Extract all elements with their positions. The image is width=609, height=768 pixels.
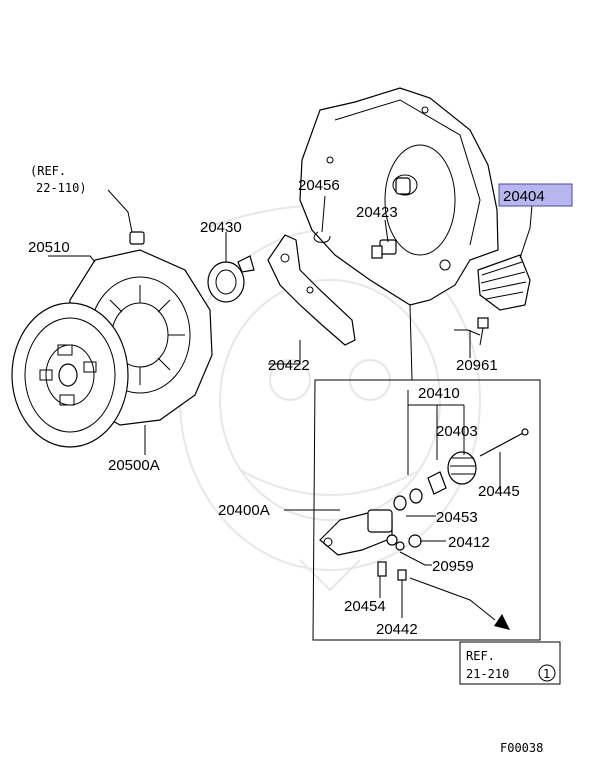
highlight-20404 xyxy=(498,183,573,207)
bolt-20961[interactable] xyxy=(477,317,489,346)
ref-plug-part[interactable] xyxy=(129,231,145,245)
label-20456[interactable]: 20456 xyxy=(298,177,340,194)
label-20430[interactable]: 20430 xyxy=(200,219,242,236)
washer-20959[interactable] xyxy=(386,534,405,551)
ref-bottom-line1: REF. xyxy=(466,649,495,663)
label-20445[interactable]: 20445 xyxy=(478,483,520,500)
label-20453[interactable]: 20453 xyxy=(436,509,478,526)
boot-20410[interactable] xyxy=(447,451,477,485)
clutch-disc-20510[interactable] xyxy=(11,302,129,448)
label-20400a[interactable]: 20400A xyxy=(218,502,270,519)
label-20500a[interactable]: 20500A xyxy=(108,457,160,474)
piston-20403[interactable] xyxy=(427,471,447,495)
ref-top-line2: 22-110) xyxy=(36,181,87,195)
spring-clip-20456[interactable] xyxy=(313,231,331,243)
label-20454[interactable]: 20454 xyxy=(344,598,386,615)
label-20961[interactable]: 20961 xyxy=(456,357,498,374)
label-20404[interactable]: 20404 xyxy=(503,188,545,205)
label-20510[interactable]: 20510 xyxy=(28,239,70,256)
label-20422[interactable]: 20422 xyxy=(268,357,310,374)
reference-arrow xyxy=(494,614,510,630)
ref-bottom-line2: 21-210 xyxy=(466,667,509,681)
label-20959[interactable]: 20959 xyxy=(432,558,474,575)
seal-20453[interactable] xyxy=(393,488,423,511)
leader-lines xyxy=(48,189,533,621)
label-20423[interactable]: 20423 xyxy=(356,204,398,221)
push-rod-20445[interactable] xyxy=(479,428,529,457)
ref-bottom-badge: 1 xyxy=(543,667,550,681)
ref-bottom-box[interactable]: REF. 21-210 1 xyxy=(459,641,561,685)
plug-20442[interactable] xyxy=(397,569,407,581)
label-20410[interactable]: 20410 xyxy=(418,385,460,402)
label-20403[interactable]: 20403 xyxy=(436,423,478,440)
bolt-20454[interactable] xyxy=(377,561,387,577)
bleeder-20412[interactable] xyxy=(408,534,422,548)
figure-code: F00038 xyxy=(500,741,543,755)
label-20442[interactable]: 20442 xyxy=(376,621,418,638)
label-20412[interactable]: 20412 xyxy=(448,534,490,551)
ref-top-line1: (REF. xyxy=(30,164,66,178)
release-fork-20422[interactable] xyxy=(267,234,356,346)
release-bearing-20430[interactable] xyxy=(207,255,255,303)
release-cylinder-body[interactable] xyxy=(319,509,393,556)
release-cylinder-box xyxy=(312,379,541,641)
release-fork-boot[interactable] xyxy=(477,254,531,311)
transmission-bell-housing[interactable] xyxy=(299,87,499,306)
